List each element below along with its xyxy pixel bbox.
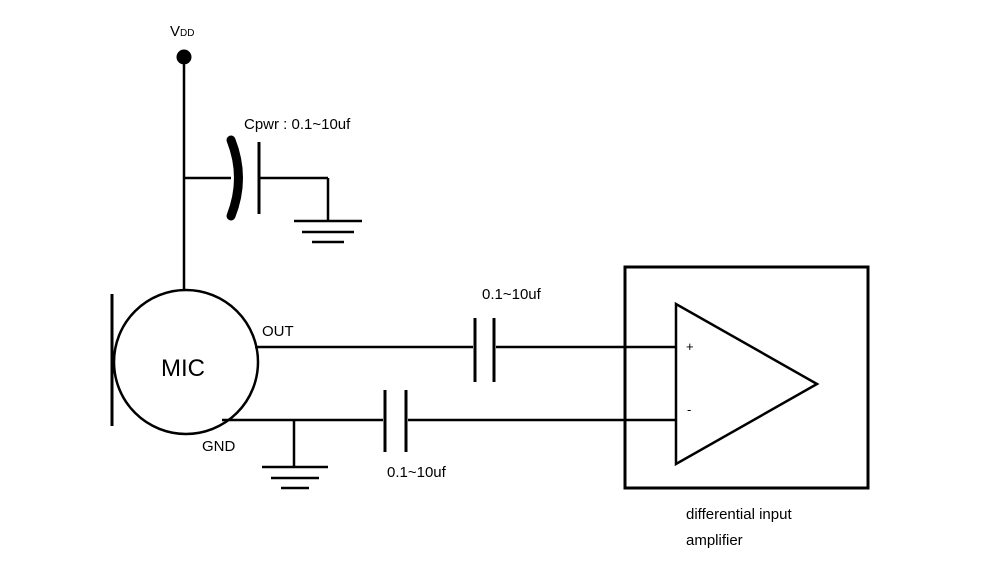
vdd-label-subscript: DD	[180, 28, 195, 39]
cpwr-curved-plate	[226, 135, 243, 221]
amplifier-triangle	[674, 301, 820, 467]
mic-ground-symbol	[262, 465, 328, 490]
cpwr-label: Cpwr : 0.1~10uf	[244, 116, 351, 133]
gnd-label: GND	[202, 438, 236, 455]
out-cap-label: 0.1~10uf	[482, 286, 541, 303]
cpwr-ground-symbol	[294, 219, 362, 244]
plus-input-label: +	[686, 339, 694, 354]
vdd-label-main: V	[170, 23, 181, 40]
amplifier-label-line1: differential input	[686, 506, 792, 523]
amplifier-label-line2: amplifier	[686, 532, 743, 549]
minus-input-label: -	[687, 402, 692, 417]
out-label: OUT	[262, 323, 294, 340]
mic-label: MIC	[161, 355, 205, 382]
gnd-cap-label: 0.1~10uf	[387, 464, 446, 481]
amplifier-box	[623, 265, 870, 490]
vdd-label: VDD	[170, 24, 194, 39]
mic-body	[112, 288, 260, 436]
